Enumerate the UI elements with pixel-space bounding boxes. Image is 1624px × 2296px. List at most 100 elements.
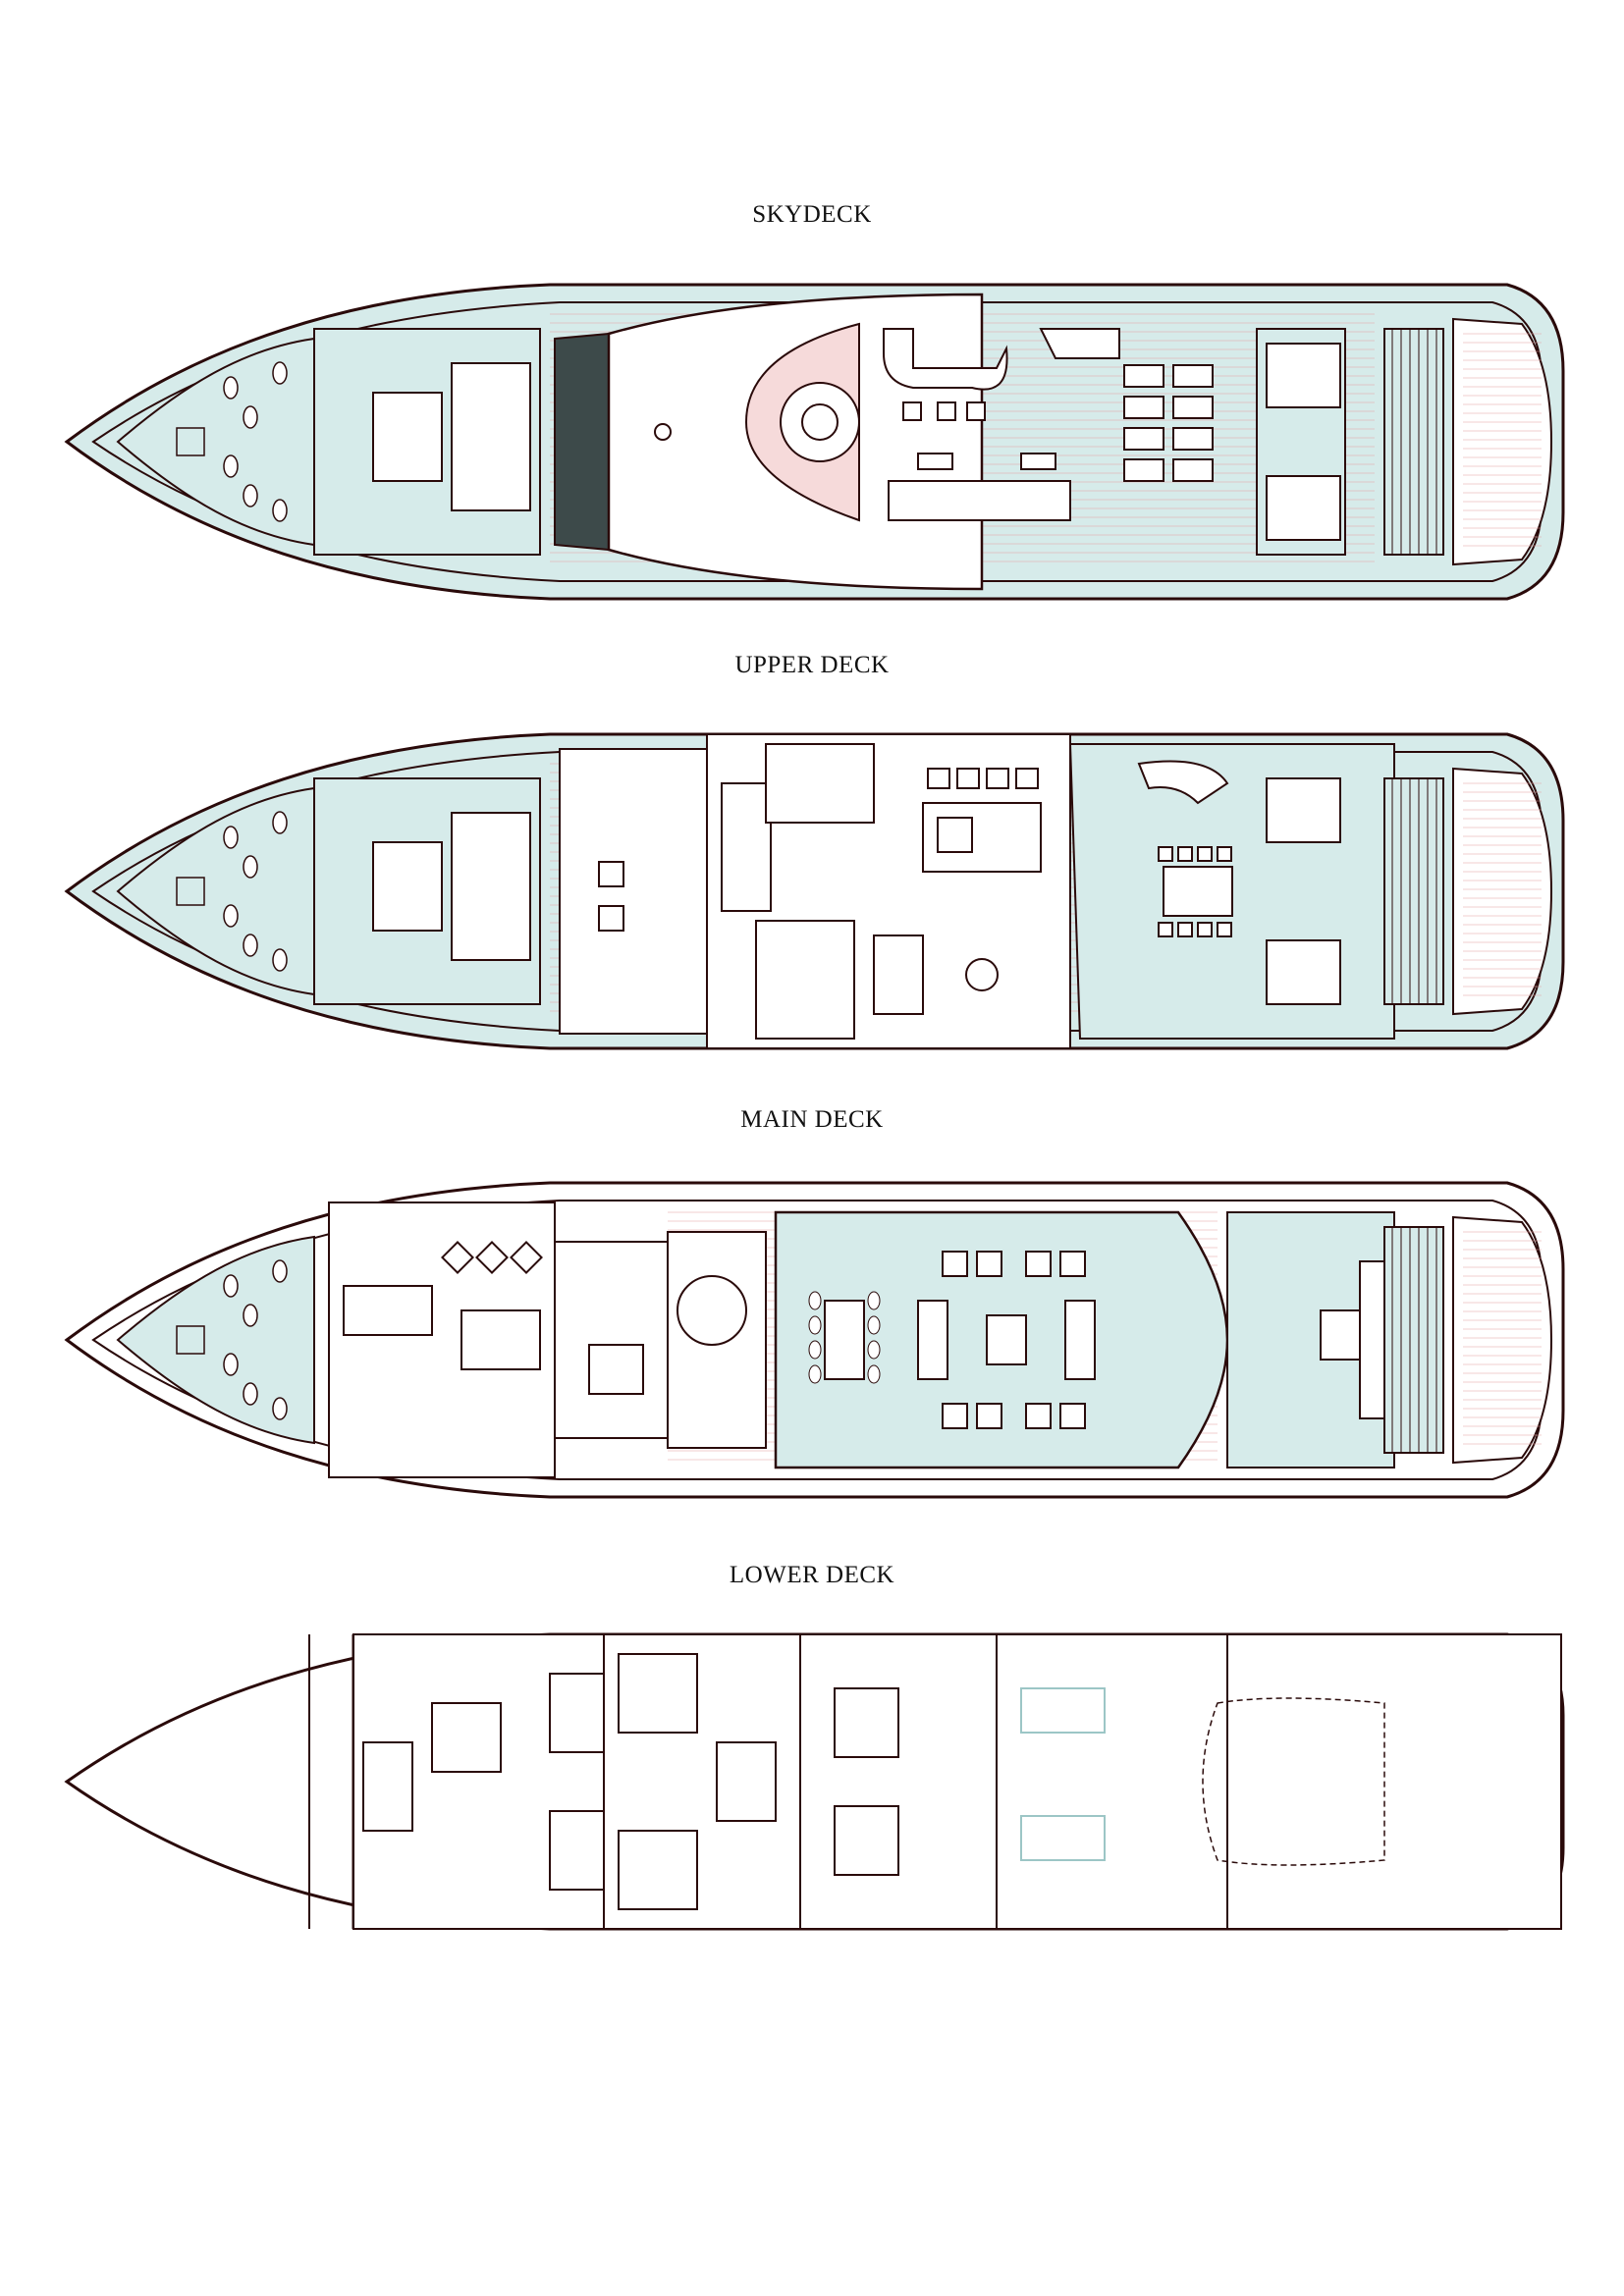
dining-chair [1158,922,1173,937]
dining-chair [808,1291,822,1310]
sun-lounger [451,362,531,511]
bollard [243,855,258,879]
swim-platform [1452,767,1553,1016]
aft-steps [1383,1226,1444,1454]
bar-stool [937,401,956,421]
stairs [1039,328,1120,359]
armchair [475,1241,509,1274]
armchair [1015,768,1039,789]
armchair [942,1403,968,1429]
aft-steps [1383,777,1444,1005]
bollard [243,934,258,957]
lower-deck-label: LOWER DECK [729,1562,895,1588]
galley [873,934,924,1015]
lower-deck-plan [64,1632,1565,1931]
sun-lounger [1123,396,1164,419]
bollard [223,1274,239,1298]
windscreen-glass [554,332,610,552]
radar-mast [654,423,672,441]
aft-table [1320,1309,1361,1361]
bar-stool [966,401,986,421]
jacuzzi-center [801,403,839,441]
guest-cabin [618,1653,698,1734]
bollard [243,484,258,507]
armchair [942,1251,968,1277]
galley [554,1241,669,1439]
companionway [721,782,772,912]
sofa [1064,1300,1096,1380]
bar-stool [902,401,922,421]
armchair [1059,1403,1086,1429]
bollard [223,904,239,928]
armchair [510,1241,543,1274]
vip-cabins [799,1633,998,1930]
dining-chair [1197,846,1213,862]
armchair [976,1251,1002,1277]
crew-cabin [549,1810,605,1891]
sofa [1266,939,1341,1005]
sofa [1266,475,1341,541]
coffee-table [917,453,953,470]
bollard [272,1259,288,1283]
dining-chair [1158,846,1173,862]
bollard [272,361,288,385]
main-deck-plan [64,1181,1565,1499]
galley-island [588,1344,644,1395]
crew-mess [431,1702,502,1773]
armchair [1025,1251,1052,1277]
dining-chair [867,1340,881,1360]
sun-lounger [1123,458,1164,482]
dining-table [1163,866,1233,917]
dining-chair [867,1291,881,1310]
sun-lounger [1172,364,1214,388]
sun-lounger [451,812,531,961]
dining-chair [1177,922,1193,937]
dining-chair [1217,922,1232,937]
dining-chair [1177,846,1193,862]
owner-bed [460,1309,541,1370]
bollard [223,826,239,849]
dining-chair [867,1315,881,1335]
bollard [223,1353,239,1376]
engine [1020,1815,1106,1861]
helm-chair [598,905,624,932]
sun-lounger [1123,364,1164,388]
crew-cabin [362,1741,413,1832]
bollard [243,405,258,429]
sofa [1266,777,1341,843]
bollard [223,376,239,400]
anchor-hatch [176,427,205,456]
vip-bed [834,1805,899,1876]
wheelhouse [559,748,708,1035]
bollard [272,948,288,972]
sun-lounger [1172,458,1214,482]
sunpad [372,392,443,482]
spiral-stairs [1137,760,1229,805]
bollard [243,1382,258,1406]
cabin [755,920,855,1040]
armchair [976,1403,1002,1429]
dining-chair [867,1364,881,1384]
upper-deck-plan [64,732,1565,1050]
bollard [272,1397,288,1420]
spiral-staircase [677,1275,747,1346]
armchair [956,768,980,789]
sofa [1266,343,1341,408]
bollard [272,811,288,834]
anchor-hatch [176,1325,205,1355]
dining-chair [1197,922,1213,937]
coffee-table [937,817,973,853]
armchair [927,768,950,789]
armchair [1059,1251,1086,1277]
coffee-table [986,1314,1027,1365]
dining-table [824,1300,865,1380]
armchair [1025,1403,1052,1429]
bollard [272,499,288,522]
skydeck-label: SKYDECK [752,201,872,228]
round-table [965,958,999,991]
armchair [986,768,1009,789]
sun-lounger [1172,396,1214,419]
swim-platform [1452,1215,1553,1465]
armchair [441,1241,474,1274]
